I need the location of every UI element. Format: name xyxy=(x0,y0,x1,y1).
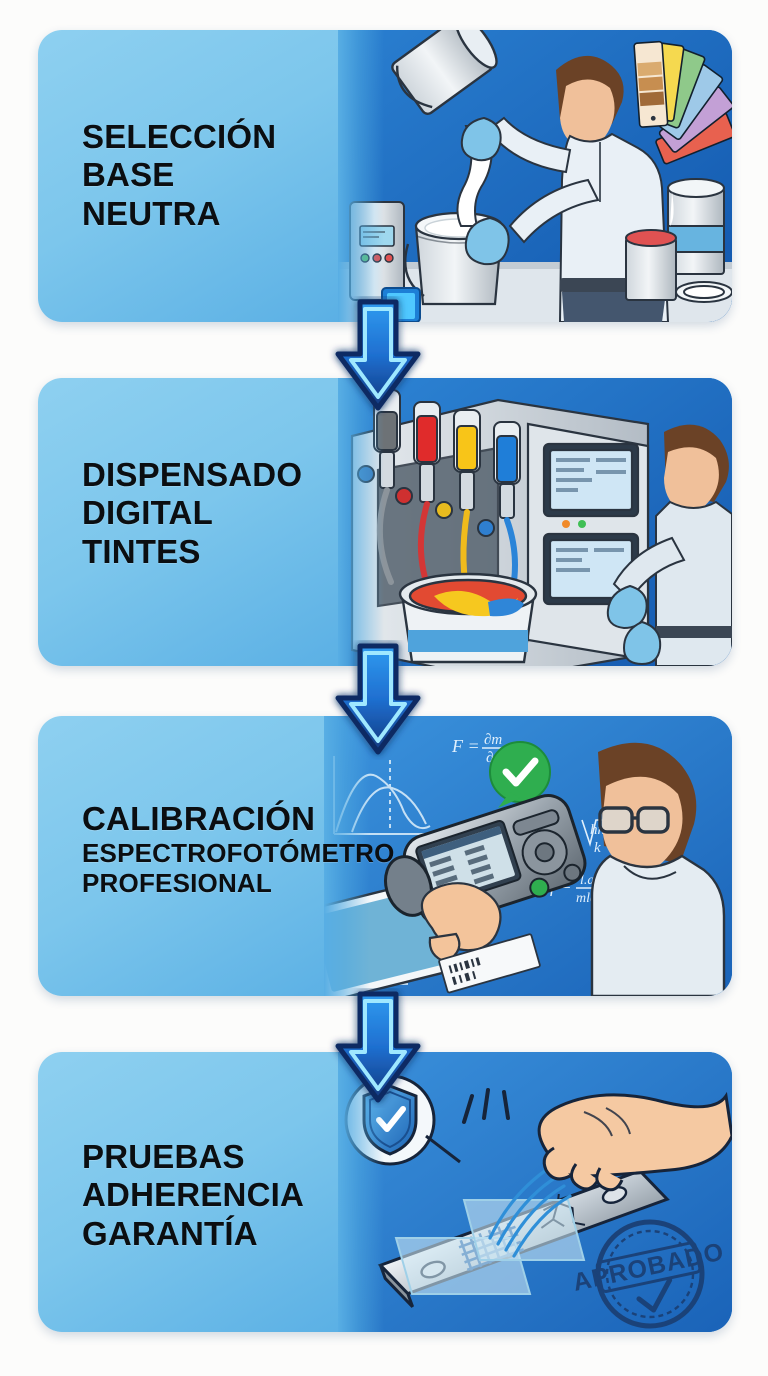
svg-text:k: k xyxy=(594,840,601,856)
arrow-step-3-to-4 xyxy=(318,988,438,1108)
worker-pouring-neutral-base-illustration xyxy=(338,30,732,322)
hand-pulling-tape xyxy=(537,1091,732,1192)
operator-at-console xyxy=(606,424,732,666)
color-fan-deck xyxy=(633,40,732,165)
step-3-line-1: CALIBRACIÓN xyxy=(82,800,316,837)
step-1-line-3: NEUTRA xyxy=(82,194,221,232)
svg-text:∂m: ∂m xyxy=(484,732,502,748)
step-4-line-2: ADHERENCIA xyxy=(82,1176,305,1214)
calibration-card xyxy=(438,933,541,994)
step-1-line-1: SELECCIÓN xyxy=(82,118,277,155)
technician-with-glasses xyxy=(590,742,726,996)
tint-cylinder-yellow xyxy=(453,409,481,511)
svg-text:l.a: l.a xyxy=(580,873,594,888)
panel-fade xyxy=(324,716,370,996)
step-card-3: F = ∂m ∂₂ E = hn² k f = l.a mlc xyxy=(38,716,732,996)
step-3-line-3: PROFESIONAL xyxy=(82,868,272,899)
paint-bucket-mixing xyxy=(398,572,538,664)
step-2-line-1: DISPENSADO xyxy=(82,456,303,493)
step-1-title: SELECCIÓN BASE NEUTRA xyxy=(82,118,276,233)
adhesion-test-illustration: APROBADO xyxy=(338,1052,732,1332)
paint-can-pouring xyxy=(391,30,498,115)
tape-peel-fibers xyxy=(488,1164,572,1258)
eyeglasses xyxy=(598,806,670,834)
tint-cylinder-red xyxy=(413,401,441,503)
arrow-step-2-to-3 xyxy=(318,640,438,760)
svg-text:F =: F = xyxy=(451,736,480,756)
step-3-title: CALIBRACIÓN ESPECTROFOTÓMETRO PROFESIONA… xyxy=(82,800,395,899)
step-1-line-2: BASE xyxy=(82,156,175,194)
step-2-line-3: TINTES xyxy=(82,532,201,570)
paint-cans-stack xyxy=(625,178,732,303)
step-2-line-2: DIGITAL xyxy=(82,494,213,532)
panel-fade xyxy=(338,378,384,666)
motion-lines xyxy=(462,1088,510,1124)
step-card-2: DISPENSADO DIGITAL TINTES xyxy=(38,378,732,666)
step-4-line-1: PRUEBAS xyxy=(82,1138,245,1175)
spectrophotometer-calibration-illustration: F = ∂m ∂₂ E = hn² k f = l.a mlc xyxy=(324,716,732,996)
green-check-badge xyxy=(489,741,551,808)
arrow-step-1-to-2 xyxy=(318,296,438,416)
digital-tint-dispenser-illustration xyxy=(338,378,732,666)
panel-fade xyxy=(338,30,384,322)
step-2-title: DISPENSADO DIGITAL TINTES xyxy=(82,456,302,571)
adhesive-tape xyxy=(394,1199,586,1295)
step-card-1: SELECCIÓN BASE NEUTRA xyxy=(38,30,732,322)
technician-hand xyxy=(420,882,502,964)
tint-cylinder-blue xyxy=(493,421,521,519)
step-3-line-2: ESPECTROFOTÓMETRO xyxy=(82,838,395,869)
step-card-4: APROBADO PRUEBAS ADHERENCIA GARANTÍA xyxy=(38,1052,732,1332)
step-4-title: PRUEBAS ADHERENCIA GARANTÍA xyxy=(82,1138,304,1253)
step-4-line-3: GARANTÍA xyxy=(82,1214,258,1252)
